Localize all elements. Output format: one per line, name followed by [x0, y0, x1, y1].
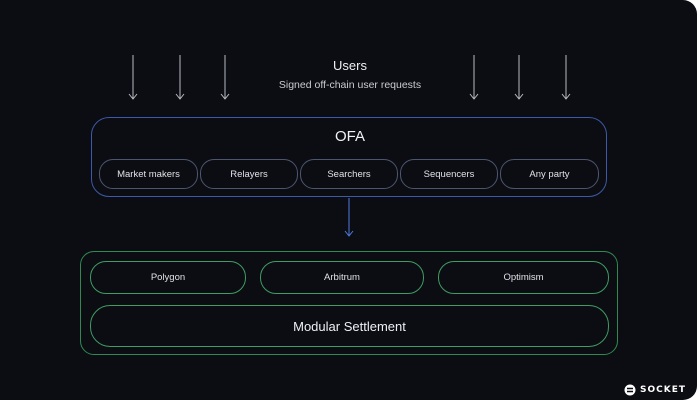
socket-logo-icon	[624, 384, 636, 396]
user-request-arrow-5	[514, 55, 524, 100]
party-market-makers: Market makers	[99, 159, 198, 189]
chain-polygon: Polygon	[90, 261, 246, 294]
user-request-arrow-3	[220, 55, 230, 100]
settlement-container	[80, 251, 618, 355]
user-request-arrow-4	[469, 55, 479, 100]
modular-settlement: Modular Settlement	[90, 305, 609, 347]
chain-arbitrum: Arbitrum	[260, 261, 424, 294]
users-title: Users	[333, 58, 367, 73]
party-relayers: Relayers	[200, 159, 298, 189]
socket-logo: SOCKET	[624, 384, 686, 396]
party-searchers: Searchers	[300, 159, 398, 189]
user-request-arrow-2	[175, 55, 185, 100]
ofa-container	[91, 117, 607, 197]
chain-optimism: Optimism	[438, 261, 609, 294]
party-any-party: Any party	[500, 159, 599, 189]
user-request-arrow-6	[561, 55, 571, 100]
users-subtitle: Signed off-chain user requests	[278, 79, 422, 91]
ofa-title: OFA	[334, 128, 365, 145]
ofa-to-settlement-arrow	[344, 198, 354, 237]
socket-logo-text: SOCKET	[640, 385, 686, 395]
party-sequencers: Sequencers	[400, 159, 498, 189]
user-request-arrow-1	[128, 55, 138, 100]
